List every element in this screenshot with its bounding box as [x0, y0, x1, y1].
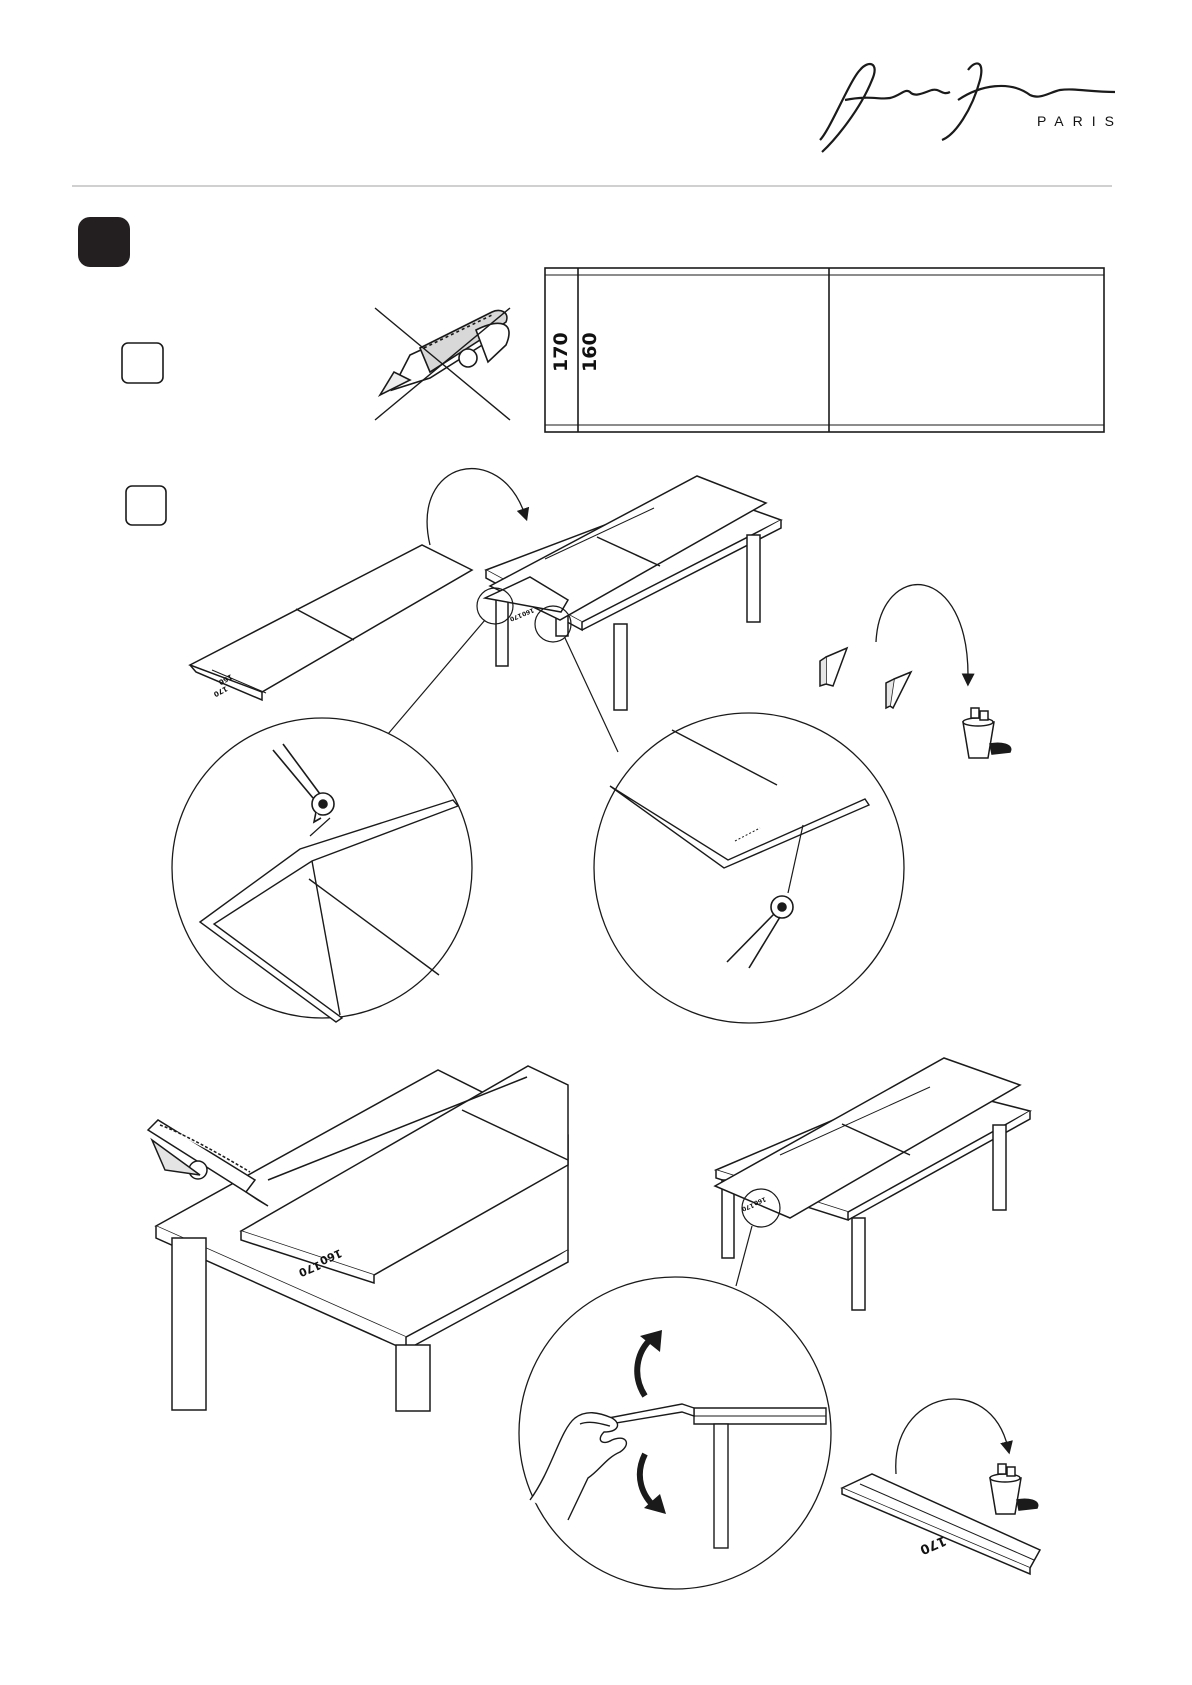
trash-bin-icon	[963, 708, 1011, 758]
brand-logo: Jacob Delafon PARIS	[817, 63, 1123, 152]
strip-label-170: 170	[917, 1532, 948, 1556]
cutter-knife-crossed	[375, 308, 510, 420]
substep-checkbox-2[interactable]	[126, 486, 166, 525]
step-badge	[78, 217, 130, 267]
cut-guide-strip	[545, 268, 1104, 432]
brand-signature: Jacob Delafon	[817, 119, 825, 121]
trash-bin-icon	[990, 1464, 1038, 1514]
curved-arrow-icon	[427, 469, 525, 545]
signature-stroke	[820, 63, 1115, 152]
cut-guide-label-170: 170	[550, 332, 572, 372]
curved-arrow-icon	[876, 585, 968, 680]
curved-arrow-icon	[896, 1399, 1008, 1474]
brand-subtitle: PARIS	[1037, 113, 1123, 129]
table-with-panel	[485, 476, 781, 710]
zoom-detail-right	[594, 713, 904, 1023]
cutter-knife-icon	[380, 310, 509, 395]
zoom-detail-left	[172, 718, 472, 1022]
table-closeup	[156, 1066, 568, 1411]
flat-panel-label-170: 170	[212, 684, 229, 698]
substep-checkbox-1[interactable]	[122, 343, 163, 383]
table-panel-label-170: 170	[509, 611, 523, 622]
zoom-detail-bottom	[519, 1277, 831, 1589]
cut-guide-label-160: 160	[579, 332, 601, 372]
table-with-panel-2	[715, 1058, 1030, 1310]
wedge-pieces	[820, 648, 911, 708]
